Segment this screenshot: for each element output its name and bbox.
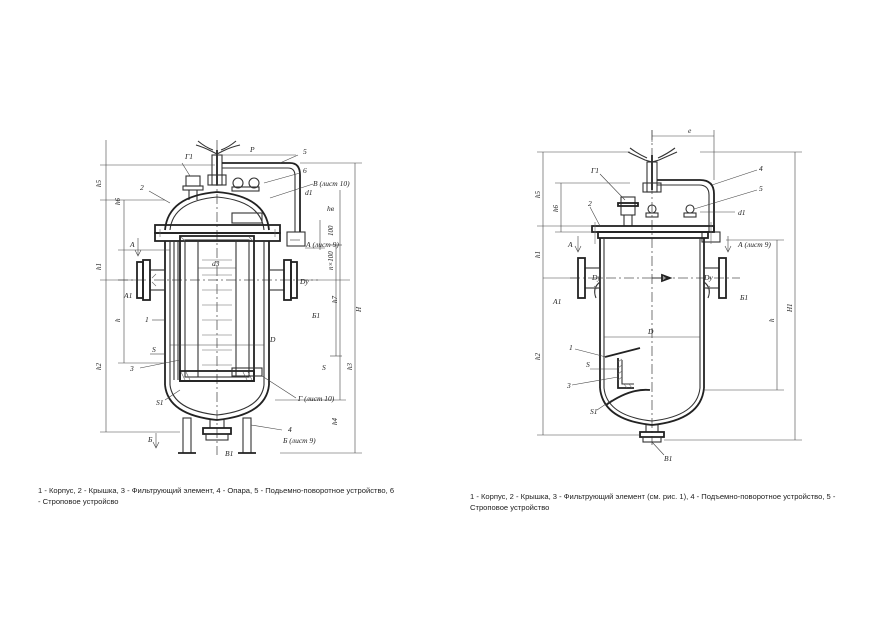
label-r-d: D — [647, 327, 654, 336]
label-h3: h3 — [346, 363, 354, 371]
label-r-b1: Б1 — [739, 293, 748, 302]
label-r-1: 1 — [569, 343, 573, 352]
label-b1: Б1 — [311, 311, 320, 320]
label-h: h — [114, 318, 122, 322]
label-r-d1: d1 — [738, 208, 746, 217]
right-labels: е Г1 4 5 2 d1 А А (лист 9) Dу Dу А1 Б1 D… — [534, 126, 794, 463]
label-b-list: Б (лист 9) — [282, 436, 316, 445]
label-r-v1: В1 — [664, 454, 672, 463]
label-r-a-list: А (лист 9) — [737, 240, 771, 249]
label-r-s1: S1 — [590, 407, 598, 416]
label-s-right: S — [322, 363, 326, 372]
label-5: 5 — [303, 147, 307, 156]
label-p: Р — [249, 145, 255, 154]
label-r-h1: h1 — [534, 251, 542, 258]
label-1: 1 — [145, 315, 149, 324]
label-r-3: 3 — [566, 381, 571, 390]
label-d3: d3 — [212, 259, 220, 268]
label-g1: Г1 — [184, 152, 193, 161]
label-h5: h5 — [95, 180, 103, 188]
label-100: 100 — [327, 225, 335, 236]
label-v1: В1 — [225, 449, 233, 458]
left-filter-drawing — [100, 140, 362, 455]
label-r-h: h — [768, 318, 776, 322]
label-r-4: 4 — [759, 164, 763, 173]
left-labels: Г1 2 Р 5 6 В (лист 10) d1 hв А (лист 9) … — [95, 145, 363, 458]
label-4: 4 — [288, 425, 292, 434]
label-h6: h6 — [114, 198, 122, 206]
label-h1: h1 — [95, 263, 103, 270]
label-h7: h7 — [331, 296, 339, 304]
label-g-list: Г (лист 10) — [297, 394, 335, 403]
left-figure-caption: 1 - Корпус, 2 - Крышка, 3 - Фильтрующий … — [38, 486, 395, 506]
right-figure-caption: 1 - Корпус, 2 - Крышка, 3 - Фильтрующий … — [470, 492, 836, 512]
label-hb: hв — [327, 204, 335, 213]
label-h4: h4 — [331, 418, 339, 426]
label-n100: n×100 — [327, 251, 335, 270]
label-a-list: А (лист 9) — [305, 240, 339, 249]
label-b: Б — [147, 435, 153, 444]
label-dy: Dу — [299, 277, 309, 286]
label-a1: А1 — [123, 291, 132, 300]
label-r-dy-left: Dу — [591, 273, 601, 282]
label-v-list: В (лист 10) — [313, 179, 350, 188]
label-r-5: 5 — [759, 184, 763, 193]
label-s1: S1 — [156, 398, 164, 407]
label-2: 2 — [140, 183, 144, 192]
label-3: 3 — [129, 364, 134, 373]
label-d1: d1 — [305, 188, 313, 197]
label-a: А — [129, 240, 135, 249]
label-h2: h2 — [95, 363, 103, 371]
label-r-s: S — [586, 360, 590, 369]
label-r-2: 2 — [588, 199, 592, 208]
label-r-g1: Г1 — [590, 166, 599, 175]
label-r-a1: А1 — [552, 297, 561, 306]
label-r-h6: h6 — [552, 205, 560, 213]
label-r-a: А — [567, 240, 573, 249]
label-6: 6 — [303, 166, 307, 175]
label-s: S — [152, 345, 156, 354]
label-r-hh1: H1 — [786, 303, 794, 313]
label-hh: H — [355, 306, 363, 313]
label-r-e: е — [688, 126, 692, 135]
label-d: D — [269, 335, 276, 344]
label-r-h2: h2 — [534, 353, 542, 361]
label-r-dy-right: Dу — [703, 273, 713, 282]
right-filter-drawing — [537, 130, 802, 456]
label-r-h5: h5 — [534, 191, 542, 199]
